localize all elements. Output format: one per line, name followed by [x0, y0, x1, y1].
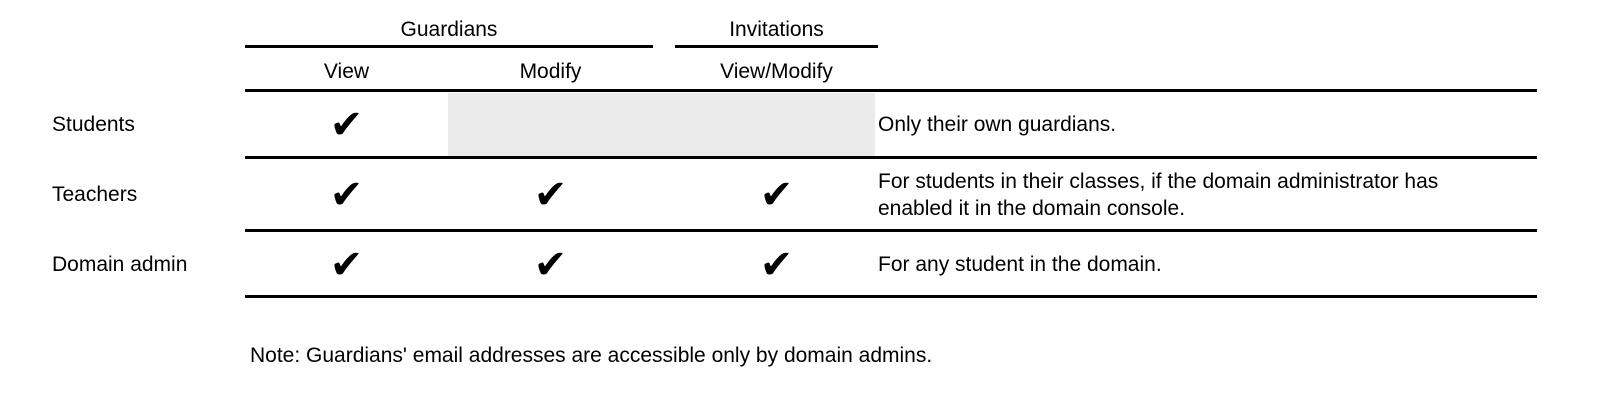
check-teachers-guardians-modify: ✔ — [533, 172, 568, 218]
footnote: Note: Guardians' email addresses are acc… — [250, 344, 933, 367]
column-header-view-modify: View/Modify — [720, 60, 833, 83]
guardians-underline — [245, 45, 653, 48]
check-admin-invitations-view-modify: ✔ — [759, 241, 794, 288]
teachers-row-rule — [245, 229, 1537, 232]
group-header-guardians: Guardians — [400, 18, 498, 41]
row-label-students: Students — [52, 112, 135, 136]
note-teachers: For students in their classes, if the do… — [878, 170, 1439, 220]
column-header-modify: Modify — [519, 60, 582, 83]
column-header-view: View — [323, 60, 370, 83]
row-label-teachers: Teachers — [52, 183, 138, 206]
group-header-invitations: Invitations — [729, 18, 824, 41]
note-domain-admin: For any student in the domain. — [878, 253, 1162, 276]
check-teachers-guardians-view: ✔ — [329, 172, 364, 218]
check-admin-guardians-view: ✔ — [329, 241, 364, 288]
check-students-guardians-view: ✔ — [329, 101, 364, 148]
invitations-underline — [675, 45, 878, 48]
students-disabled-cells — [448, 93, 875, 157]
note-students: Only their own guardians. — [878, 113, 1117, 136]
students-row-rule — [245, 156, 1537, 159]
table-bottom-rule — [245, 295, 1537, 298]
check-admin-guardians-modify: ✔ — [533, 241, 568, 288]
header-bottom-rule — [245, 89, 1537, 92]
check-teachers-invitations-view-modify: ✔ — [759, 172, 794, 218]
row-label-domain-admin: Domain admin — [52, 252, 188, 276]
